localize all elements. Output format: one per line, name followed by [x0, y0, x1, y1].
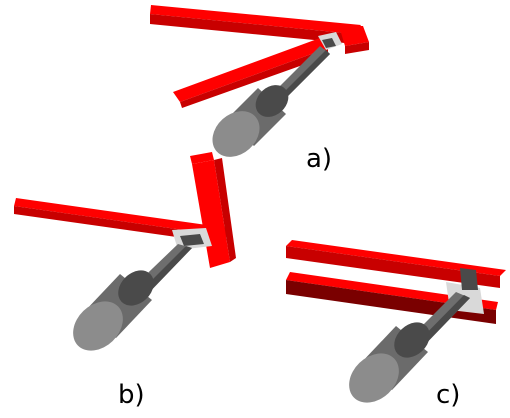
panel-b-horizontal-link — [14, 198, 228, 244]
panel-a-upper-link — [150, 5, 369, 54]
panel-b-joint — [172, 228, 212, 250]
panel-a-cylinder — [212, 85, 289, 157]
panel-b-vertical-link — [190, 152, 236, 268]
panel-a-joint — [318, 32, 342, 50]
panel-b-cylinder — [73, 270, 154, 351]
panel-a-model — [150, 5, 369, 157]
panel-a-label: a) — [306, 144, 333, 174]
panel-c-cylinder — [349, 322, 430, 403]
panel-a-lower-link — [173, 38, 328, 108]
panel-c-model — [286, 240, 506, 403]
panel-c-upper-link — [286, 240, 506, 288]
panel-b-model — [14, 152, 236, 351]
panel-c-label: c) — [436, 380, 461, 410]
panel-b-label: b) — [118, 380, 145, 410]
